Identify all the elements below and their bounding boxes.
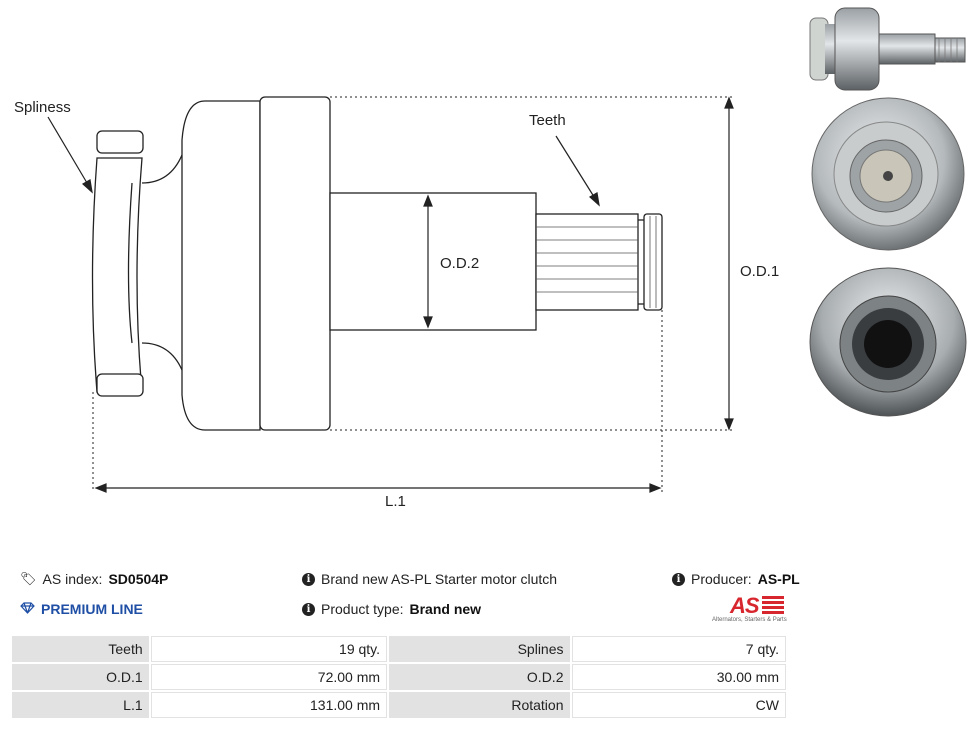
tags-icon: 🏷︎ <box>20 571 37 586</box>
spec-value: 30.00 mm <box>571 664 786 690</box>
product-type-label: Product type: <box>321 601 404 617</box>
teeth-label: Teeth <box>529 112 566 129</box>
table-row: O.D.1 72.00 mm O.D.2 30.00 mm <box>12 664 786 690</box>
spec-label: L.1 <box>12 692 149 718</box>
technical-drawing: Spliness Teeth O.D.2 O.D.1 L.1 <box>14 96 779 510</box>
product-photo-side <box>809 7 966 91</box>
product-type-value: Brand new <box>409 601 482 617</box>
table-row: L.1 131.00 mm Rotation CW <box>12 692 786 718</box>
housing-front <box>259 96 331 431</box>
description-text: Brand new AS-PL Starter motor clutch <box>321 571 558 587</box>
as-index-value: SD0504P <box>108 571 169 587</box>
spec-label: Rotation <box>389 692 570 718</box>
spec-label: Splines <box>389 636 570 662</box>
producer-label: Producer: <box>691 571 752 587</box>
spec-value: CW <box>571 692 786 718</box>
splines-label: Spliness <box>14 99 71 116</box>
pinion <box>535 213 639 311</box>
premium-line[interactable]: PREMIUM LINE <box>20 601 143 617</box>
collar-bottom-lug <box>96 373 144 397</box>
spec-label: O.D.2 <box>389 664 570 690</box>
logo-tagline: Alternators, Starters & Parts <box>712 617 787 623</box>
product-photo-front <box>811 97 965 251</box>
spec-value: 19 qty. <box>150 636 388 662</box>
od1-label: O.D.1 <box>740 263 779 280</box>
description: i Brand new AS-PL Starter motor clutch <box>302 571 557 587</box>
as-index: 🏷︎ AS index: SD0504P <box>20 571 168 587</box>
specs-table: Teeth 19 qty. Splines 7 qty. O.D.1 72.00… <box>10 634 788 720</box>
spec-label: Teeth <box>12 636 149 662</box>
collar-top-lug <box>96 130 144 154</box>
shaft <box>329 192 537 331</box>
collar-ring <box>91 157 143 393</box>
pinion-tip <box>643 213 663 311</box>
producer: i Producer: AS-PL <box>672 571 800 587</box>
product-type: i Product type: Brand new <box>302 601 481 617</box>
l1-label: L.1 <box>385 493 406 510</box>
premium-line-label: PREMIUM LINE <box>41 601 143 617</box>
table-row: Teeth 19 qty. Splines 7 qty. <box>12 636 786 662</box>
producer-value: AS-PL <box>757 571 800 587</box>
spec-value: 7 qty. <box>571 636 786 662</box>
diamond-icon <box>20 601 35 617</box>
product-photo-back <box>809 267 967 417</box>
logo-text: AS <box>730 593 760 618</box>
info-circle-icon: i <box>302 572 315 586</box>
as-pl-logo: AS Alternators, Starters & Parts <box>712 593 794 625</box>
spec-label: O.D.1 <box>12 664 149 690</box>
housing <box>181 100 261 431</box>
spec-value: 131.00 mm <box>150 692 388 718</box>
od2-label: O.D.2 <box>440 255 479 272</box>
info-circle-icon: i <box>672 572 685 586</box>
spec-value: 72.00 mm <box>150 664 388 690</box>
info-circle-icon: i <box>302 602 315 616</box>
as-index-label: AS index: <box>42 571 103 587</box>
